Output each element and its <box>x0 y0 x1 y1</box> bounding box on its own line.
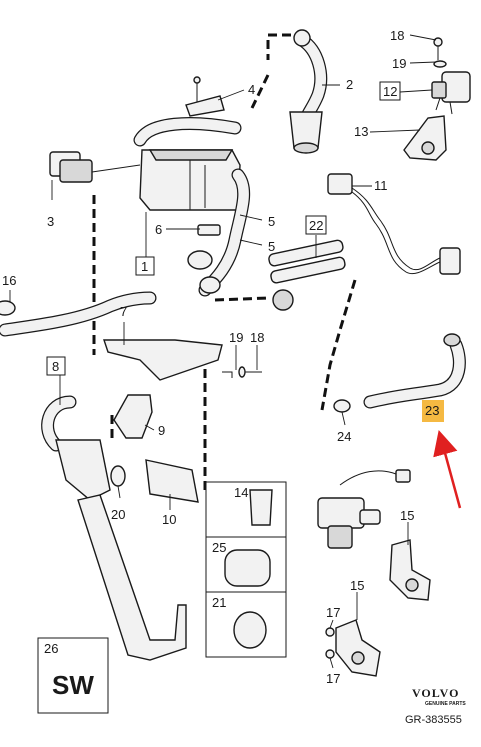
leader-lines <box>9 34 437 669</box>
callout-9: 9 <box>158 423 165 438</box>
callout-14: 14 <box>234 485 248 500</box>
sw-label: SW <box>52 670 94 700</box>
brand-name: VOLVO <box>412 686 459 700</box>
callout-19a: 19 <box>392 56 406 71</box>
part-13-valve-bracket <box>403 115 447 161</box>
callout-20: 20 <box>111 507 125 522</box>
callout-22: 22 <box>309 218 323 233</box>
callout-5b: 5 <box>268 239 275 254</box>
part-3-connector <box>49 151 141 183</box>
callout-18b: 18 <box>250 330 264 345</box>
callout-25: 25 <box>212 540 226 555</box>
callout-13: 13 <box>354 124 368 139</box>
part-12-solenoid-valve <box>431 37 471 115</box>
callout-5a: 5 <box>268 214 275 229</box>
brand-block: VOLVO GENUINE PARTS GR-383555 <box>405 686 466 726</box>
dashed-routing-lines <box>92 33 357 490</box>
part-10-shield <box>145 459 199 503</box>
callout-15a: 15 <box>400 508 414 523</box>
callout-labels: 1 2 3 4 5 5 6 7 8 9 10 11 12 13 14 15 15… <box>2 28 444 700</box>
part-23-hose <box>363 333 466 409</box>
part-15-bracket-upper <box>389 539 431 601</box>
part-24-hose-clamp <box>333 399 351 413</box>
part-4-screw-bracket <box>185 76 225 117</box>
callout-18a: 18 <box>390 28 404 43</box>
callout-10: 10 <box>162 512 176 527</box>
callout-1: 1 <box>141 259 148 274</box>
callout-17a: 17 <box>326 605 340 620</box>
callout-17b: 17 <box>326 671 340 686</box>
reference-code: GR-383555 <box>405 714 462 726</box>
callout-2: 2 <box>346 77 353 92</box>
callout-26: 26 <box>44 641 58 656</box>
part-2-upper-hose <box>289 29 328 154</box>
part-18-19-screw-washer <box>222 366 262 378</box>
red-indicator-arrow <box>433 429 462 509</box>
callout-24: 24 <box>337 429 351 444</box>
callout-11: 11 <box>374 178 388 193</box>
brand-sub: GENUINE PARTS <box>425 701 466 707</box>
part-17-screws <box>325 627 335 659</box>
part-11-wiring-harness <box>327 173 461 275</box>
part-20-seal <box>110 465 126 487</box>
purge-valve-assembly <box>317 469 411 549</box>
callout-16: 16 <box>2 273 16 288</box>
inset-boxes <box>37 481 287 714</box>
part-9-clip <box>113 394 153 439</box>
callout-15b: 15 <box>350 578 364 593</box>
part-1-canister <box>133 117 251 297</box>
part-8-filler-pipe <box>41 395 187 661</box>
callout-19b: 19 <box>229 330 243 345</box>
callout-21: 21 <box>212 595 226 610</box>
part-16-vent-hose <box>0 291 157 337</box>
part-15-bracket-lower <box>335 619 381 677</box>
part-7-bracket <box>103 339 223 381</box>
part-22-pipe-assembly <box>268 239 346 311</box>
callout-3: 3 <box>47 214 54 229</box>
callout-8: 8 <box>52 359 59 374</box>
callout-23: 23 <box>425 403 439 418</box>
callout-6: 6 <box>155 222 162 237</box>
callout-4: 4 <box>248 82 255 97</box>
callout-12: 12 <box>383 84 397 99</box>
callout-7: 7 <box>120 304 127 319</box>
